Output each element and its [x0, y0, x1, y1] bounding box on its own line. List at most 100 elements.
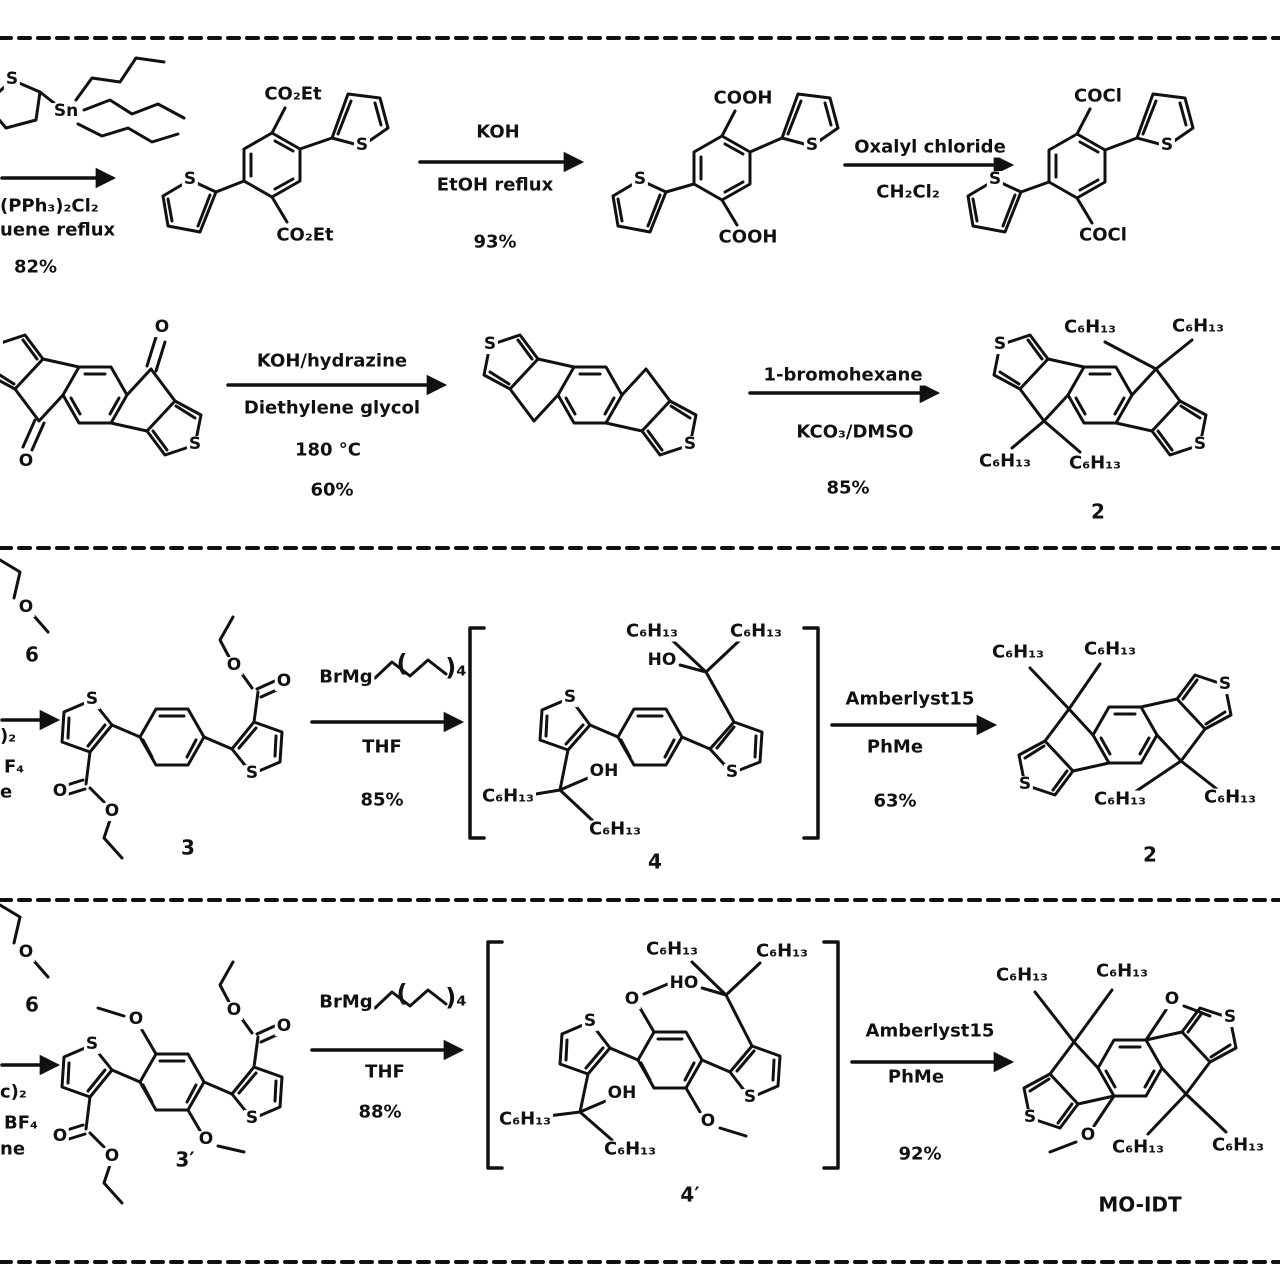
formula-hexyl: C₆H₁₃ — [1110, 1136, 1166, 1158]
reagent-solvent: uene reflux — [0, 219, 116, 241]
compound-label-6: 6 — [25, 992, 39, 1017]
reagent-grignard: BrMg — [317, 991, 375, 1013]
yield-label: 82% — [14, 256, 58, 278]
formula-hexyl: C₆H₁₃ — [1094, 960, 1150, 982]
paren-close: )₄ — [445, 983, 467, 1012]
atom-oh-label: OH — [587, 761, 621, 782]
atom-s-label: S — [83, 689, 101, 710]
atom-s-label: S — [631, 169, 649, 190]
reagent-below: EtOH reflux — [434, 174, 556, 196]
compound-label-3: 3 — [181, 835, 195, 860]
atom-s-label: S — [723, 762, 741, 783]
reagent-fragment: ne — [0, 1138, 26, 1160]
formula-hexyl: C₆H₁₃ — [1062, 316, 1118, 338]
section-dividers — [0, 36, 1280, 1264]
compound-label-3p: 3′ — [175, 1147, 195, 1172]
structure-mo-idt — [1022, 988, 1238, 1154]
yield-label: 93% — [471, 231, 519, 253]
atom-o-label: O — [126, 1009, 146, 1030]
structure-compound3p — [60, 960, 284, 1205]
structure-diester — [161, 92, 390, 234]
atom-s-label: S — [1016, 774, 1034, 795]
atom-s-label: S — [991, 334, 1009, 355]
compound-label-4: 4 — [648, 849, 662, 874]
atom-o-label: O — [1078, 1125, 1098, 1146]
formula-hexyl: C₆H₁₃ — [480, 785, 536, 807]
atom-s-label: S — [481, 334, 499, 355]
structure-idt-dione — [0, 333, 203, 457]
formula-hexyl: C₆H₁₃ — [1202, 786, 1258, 808]
reagent-below: THF — [360, 736, 404, 758]
atom-o-label: O — [50, 781, 70, 802]
reagent-below: Diethylene glycol — [241, 397, 423, 419]
paren-open: ( — [396, 649, 408, 678]
yield-label: 60% — [308, 479, 356, 501]
formula-hexyl: C₆H₁₃ — [990, 641, 1046, 663]
atom-o-label: O — [152, 317, 172, 338]
formula-hexyl: C₆H₁₃ — [1170, 315, 1226, 337]
reagent-below: KCO₃/DMSO — [794, 421, 916, 443]
atom-s-label: S — [3, 69, 21, 90]
compound-label-2: 2 — [1091, 499, 1105, 524]
formula-hexyl: C₆H₁₃ — [994, 964, 1050, 986]
formula-hexyl: C₆H₁₃ — [754, 940, 810, 962]
atom-s-label: S — [243, 1108, 261, 1129]
atom-s-label: S — [0, 335, 4, 354]
formula-hexyl: C₆H₁₃ — [624, 620, 680, 642]
formula-co2et: CO₂Et — [262, 83, 324, 105]
formula-hexyl: C₆H₁₃ — [1067, 452, 1123, 474]
atom-s-label: S — [181, 169, 199, 190]
bracket-right — [802, 626, 820, 840]
idt-rings — [0, 333, 203, 457]
atom-o-label: O — [274, 1016, 294, 1037]
structure-compound4p — [546, 960, 782, 1142]
formula-hexyl: C₆H₁₃ — [587, 818, 643, 840]
formula-hexyl: C₆H₁₃ — [602, 1138, 658, 1160]
atom-oh-label: OH — [605, 1083, 639, 1104]
atom-sn-label: Sn — [51, 101, 81, 122]
atom-s-label: S — [1158, 135, 1176, 156]
formula-hexyl: C₆H₁₃ — [497, 1108, 553, 1130]
reagent-temp: 180 °C — [292, 439, 364, 461]
reagent-above: Amberlyst15 — [863, 1020, 997, 1042]
formula-hexyl: C₆H₁₃ — [977, 450, 1033, 472]
atom-s-label: S — [1191, 434, 1209, 455]
bracket-left — [468, 626, 486, 840]
atom-o-label: O — [16, 597, 36, 618]
paren-close: )₄ — [445, 653, 467, 682]
atom-o-label: O — [698, 1111, 718, 1132]
formula-cooh: COOH — [711, 87, 775, 109]
atom-s-label: S — [353, 135, 371, 156]
reagent-below: CH₂Cl₂ — [874, 181, 942, 203]
reagent-fragment: BF₄ — [4, 1112, 38, 1134]
reagent-below: THF — [363, 1061, 407, 1083]
reagent-fragment: )₂ — [0, 725, 17, 747]
atom-s-label: S — [1221, 1007, 1239, 1028]
atom-s-label: S — [186, 434, 204, 455]
reagent-catalyst: (PPh₃)₂Cl₂ — [0, 195, 99, 217]
structure-idt-hexyl — [992, 333, 1208, 457]
atom-o-label: O — [16, 942, 36, 963]
reagent-above: Oxalyl chloride — [852, 136, 1008, 158]
reagent-above: Amberlyst15 — [843, 688, 977, 710]
atom-s-label: S — [83, 1034, 101, 1055]
atom-s-label: S — [741, 1087, 759, 1108]
structure-compound3 — [60, 615, 284, 860]
atom-o-label: O — [50, 1126, 70, 1147]
formula-hexyl: C₆H₁₃ — [728, 620, 784, 642]
yield-label: 85% — [824, 477, 872, 499]
structure-fragment-ester — [0, 903, 50, 979]
formula-hexyl: C₆H₁₃ — [1092, 788, 1148, 810]
compound-label-4p: 4′ — [680, 1182, 700, 1207]
reagent-grignard: BrMg — [317, 666, 375, 688]
idt-rings — [482, 333, 698, 457]
paren-open: ( — [396, 979, 408, 1008]
atom-o-label: O — [274, 671, 294, 692]
atom-o-label: O — [102, 1146, 122, 1167]
compound-label-2: 2 — [1143, 842, 1157, 867]
atom-s-label: S — [581, 1011, 599, 1032]
bracket-left — [486, 940, 504, 1170]
reagent-below: PhMe — [864, 736, 926, 758]
